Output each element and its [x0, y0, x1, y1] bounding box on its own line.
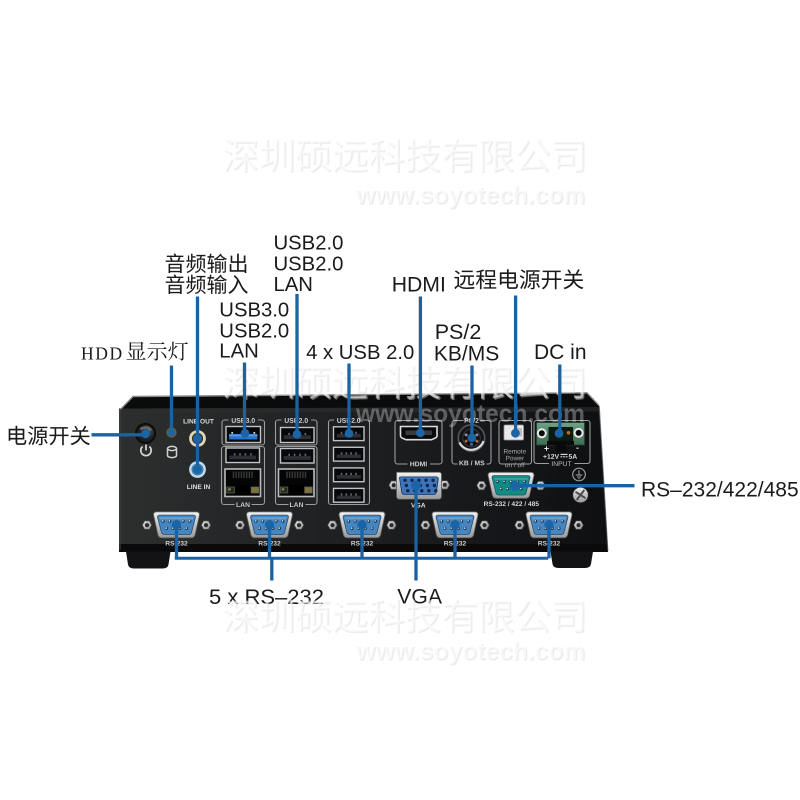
svg-text:USB2.0: USB2.0 [219, 320, 289, 342]
svg-text:USB3.0: USB3.0 [219, 300, 289, 322]
svg-text:DC in: DC in [534, 341, 587, 364]
svg-text:HDMI: HDMI [392, 274, 446, 297]
svg-text:www.soyotech.com: www.soyotech.com [355, 181, 585, 209]
svg-text:PS/2: PS/2 [435, 320, 482, 344]
svg-text:KB/MS: KB/MS [434, 343, 499, 366]
svg-text:www.soyotech.com: www.soyotech.com [355, 400, 585, 428]
svg-text:VGA: VGA [397, 586, 443, 609]
svg-text:RS–232/422/485: RS–232/422/485 [641, 479, 799, 502]
svg-text:USB2.0: USB2.0 [274, 254, 344, 276]
svg-text:LAN: LAN [274, 274, 313, 296]
svg-text:4 x USB 2.0: 4 x USB 2.0 [306, 342, 414, 364]
svg-text:www.soyotech.com: www.soyotech.com [356, 638, 586, 666]
svg-text:USB2.0: USB2.0 [274, 233, 344, 255]
svg-text:HDD: HDD [81, 344, 124, 364]
svg-text:www.soyotech.com: www.soyotech.com [356, 182, 586, 210]
svg-text:www.soyotech.com: www.soyotech.com [355, 637, 585, 665]
svg-text:LAN: LAN [219, 341, 258, 363]
